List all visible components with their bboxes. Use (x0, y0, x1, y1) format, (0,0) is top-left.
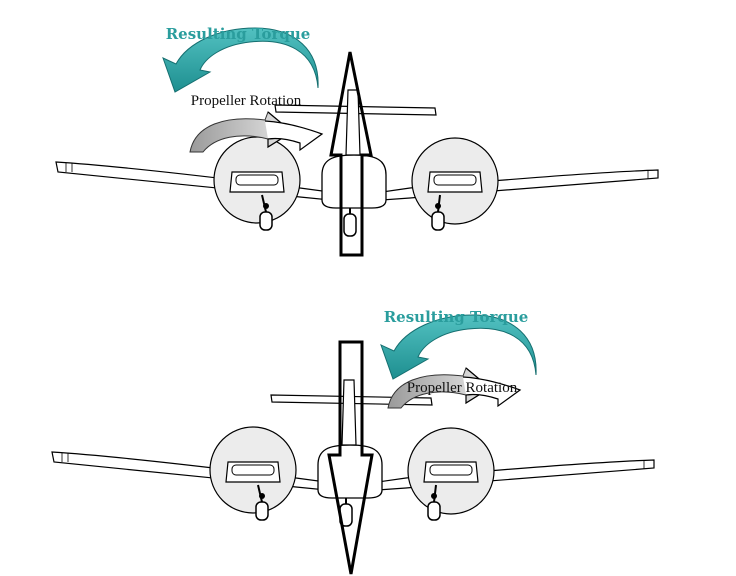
torque-label: Resulting Torque (166, 25, 311, 43)
thrust-arrow-down (327, 340, 374, 575)
rotation-label: Propeller Rotation (191, 93, 302, 109)
thrust-arrow-up (329, 51, 373, 257)
torque-label: Resulting Torque (384, 308, 529, 326)
rotation-label: Propeller Rotation (407, 380, 518, 396)
aircraft-front-view (51, 379, 655, 527)
panel-top: Resulting Torque Propeller Rotation (55, 25, 659, 257)
aircraft-front-view (55, 89, 659, 237)
panel-bottom: Resulting Torque Propeller Rotation (51, 308, 655, 575)
